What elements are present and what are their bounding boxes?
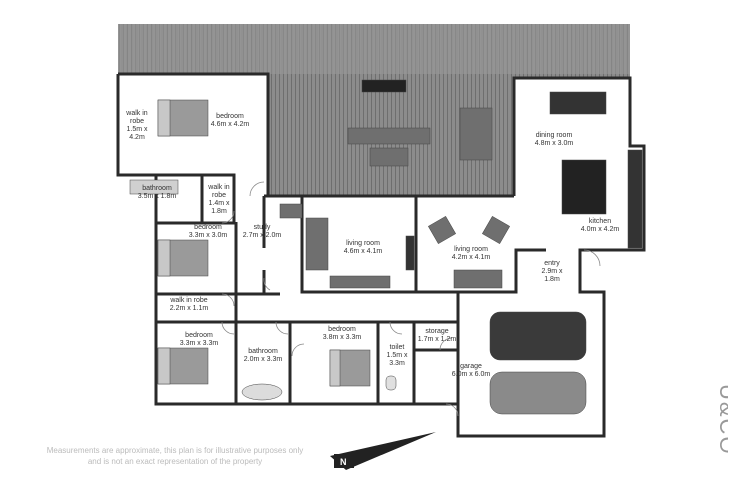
brand-text: U&CO — [715, 384, 728, 456]
kitchen-island — [561, 159, 607, 215]
room-name: dining room — [535, 132, 573, 139]
furniture — [129, 79, 643, 415]
tv-1 — [405, 235, 415, 271]
room-size: 4.8m x 3.0m — [534, 140, 574, 147]
room-bathroom-1: bathroom 3.5m x 1.8m — [132, 185, 182, 201]
room-size: 3.3m x 3.0m — [188, 232, 228, 239]
room-name: bedroom — [194, 224, 222, 231]
room-size: 2.0m x 3.3m — [243, 356, 283, 363]
room-walk-in-robe-3: walk in robe 2.2m x 1.1m — [164, 297, 214, 313]
room-name: kitchen — [588, 218, 612, 225]
room-size: 1.7m x 1.2m — [417, 336, 457, 343]
room-name: storage — [425, 328, 449, 335]
room-walk-in-robe-1: walk in robe 1.5m x 4.2m — [120, 110, 154, 142]
room-size: 1.5m x 4.2m — [126, 126, 148, 141]
walls — [116, 72, 646, 438]
room-size: 3.8m x 3.3m — [322, 334, 362, 341]
room-bedroom-2: bedroom 3.3m x 3.0m — [180, 224, 236, 240]
room-size: 4.2m x 4.1m — [451, 254, 491, 261]
armchair-2 — [481, 215, 511, 245]
room-dining: dining room 4.8m x 3.0m — [524, 132, 584, 148]
room-living-1: living room 4.6m x 4.1m — [336, 240, 390, 256]
room-name: living room — [454, 246, 488, 253]
outdoor-dining — [459, 107, 493, 161]
car-1 — [489, 311, 587, 361]
sofa-3 — [453, 269, 503, 289]
room-size: 2.7m x 2.0m — [242, 232, 282, 239]
sofa-1 — [305, 217, 329, 271]
room-name: bedroom — [185, 332, 213, 339]
deck-grass — [118, 24, 630, 74]
room-size: 3.5m x 1.8m — [137, 193, 177, 200]
door-swings — [221, 181, 601, 417]
room-storage: storage 1.7m x 1.2m — [414, 328, 460, 344]
vanity-1 — [129, 179, 179, 195]
room-size: 4.6m x 4.2m — [210, 121, 250, 128]
dining-table — [549, 91, 607, 115]
room-name: toilet — [389, 344, 405, 351]
room-study: study 2.7m x 2.0m — [240, 224, 284, 240]
room-size: 4.0m x 4.2m — [580, 226, 620, 233]
bathtub — [241, 383, 283, 401]
toilet-fixture — [385, 375, 397, 391]
room-name: bathroom — [248, 348, 278, 355]
room-size: 2.9m x 1.8m — [541, 268, 563, 283]
room-name: bedroom — [216, 113, 244, 120]
room-entry: entry 2.9m x 1.8m — [534, 260, 570, 284]
compass: N — [330, 432, 436, 470]
room-bathroom-2: bathroom 2.0m x 3.3m — [238, 348, 288, 364]
room-name: bedroom — [328, 326, 356, 333]
disclaimer: Measurements are approximate, this plan … — [46, 446, 304, 466]
room-name: walk in robe — [208, 184, 230, 199]
room-size: 3.3m x 3.3m — [179, 340, 219, 347]
room-bedroom-4: bedroom 3.8m x 3.3m — [314, 326, 370, 342]
room-name: living room — [346, 240, 380, 247]
room-kitchen: kitchen 4.0m x 4.2m — [574, 218, 626, 234]
fire-pit — [361, 79, 407, 93]
room-walk-in-robe-2: walk in robe 1.4m x 1.8m — [204, 184, 234, 216]
room-size: 4.6m x 4.1m — [343, 248, 383, 255]
room-toilet: toilet 1.5m x 3.3m — [381, 344, 413, 368]
room-living-2: living room 4.2m x 4.1m — [444, 246, 498, 262]
room-bedroom-1: bedroom 4.6m x 4.2m — [205, 113, 255, 129]
room-name: garage — [460, 363, 482, 370]
car-2 — [489, 371, 587, 415]
room-size: 2.2m x 1.1m — [169, 305, 209, 312]
room-name: walk in robe — [126, 110, 148, 125]
room-size: 6.0m x 6.0m — [451, 371, 491, 378]
room-name: bathroom — [142, 185, 172, 192]
room-bedroom-3: bedroom 3.3m x 3.3m — [172, 332, 226, 348]
compass-label: N — [340, 457, 347, 467]
outdoor-lounge — [347, 127, 431, 145]
brand-logo: U&CO — [715, 384, 728, 456]
armchair-1 — [427, 215, 457, 245]
room-garage: garage 6.0m x 6.0m — [446, 363, 496, 379]
room-name: study — [253, 224, 271, 231]
room-name: walk in robe — [170, 297, 208, 304]
study-desk — [279, 203, 303, 219]
sofa-2 — [329, 275, 391, 289]
room-size: 1.4m x 1.8m — [208, 200, 230, 215]
kitchen-bench — [627, 149, 643, 249]
room-name: entry — [544, 260, 560, 267]
room-size: 1.5m x 3.3m — [386, 352, 408, 367]
